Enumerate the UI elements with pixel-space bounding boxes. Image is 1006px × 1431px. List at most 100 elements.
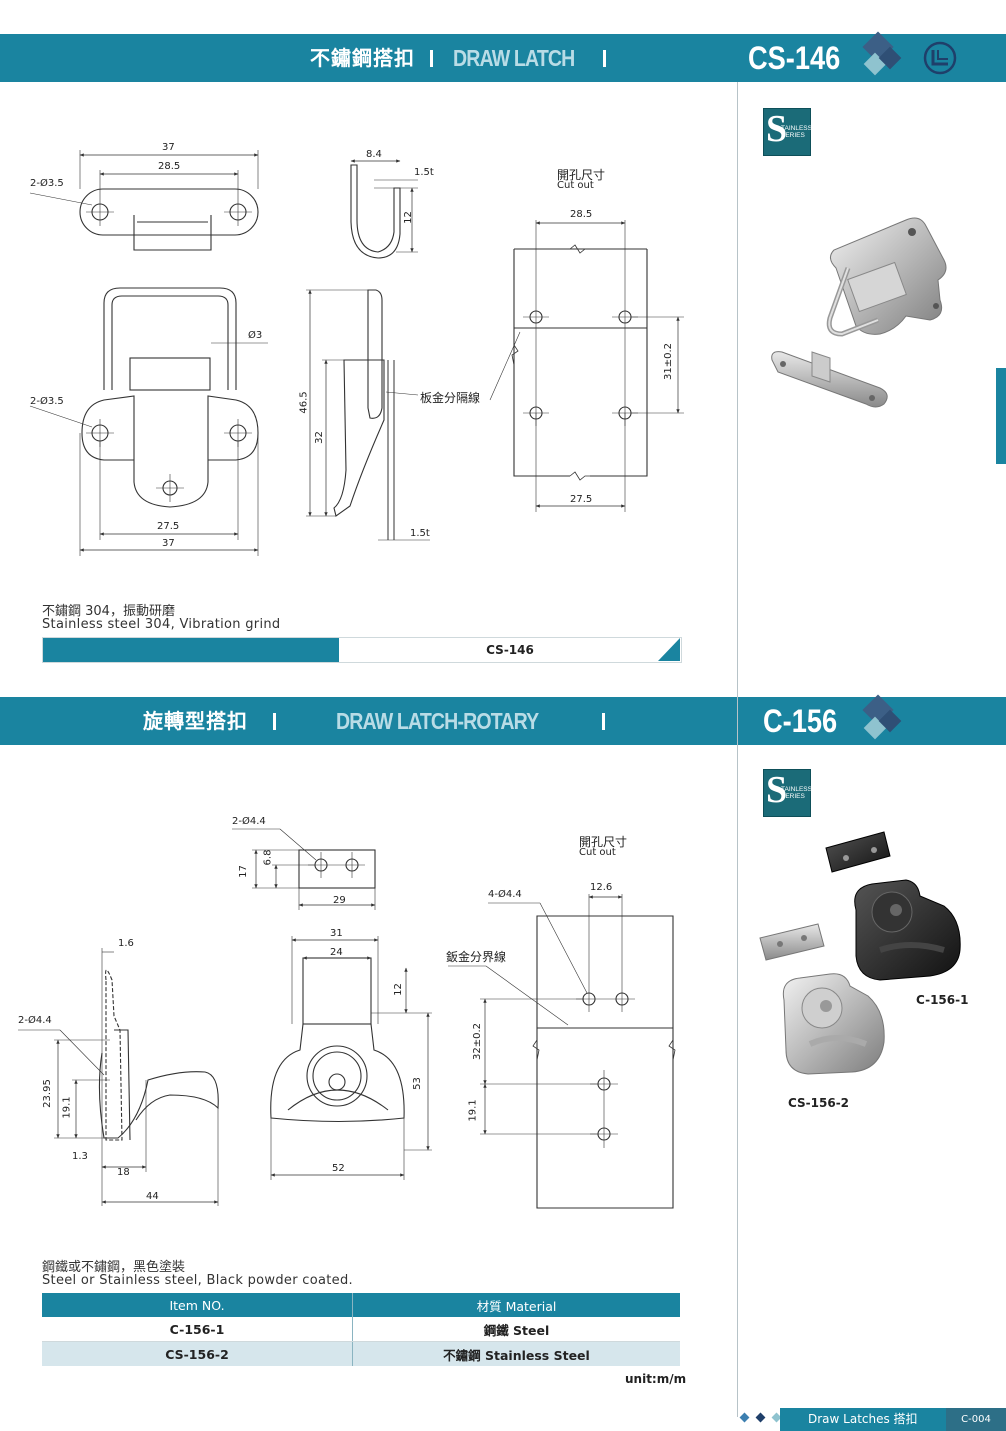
dim-label: 28.5: [158, 161, 181, 172]
dim-label: 53: [411, 1077, 423, 1090]
page-footer: Draw Latches 搭扣 C-004: [780, 1408, 1006, 1431]
cutout-label-en: Cut out: [579, 847, 616, 858]
c156-cutout-drawing: [448, 894, 676, 1209]
dim-label: 12: [392, 983, 404, 996]
sheet-divider-label: 板金分隔線: [420, 391, 481, 405]
section2-code: C-156: [763, 703, 838, 739]
unit-label: unit:m/m: [625, 1372, 687, 1386]
section1-code: CS-146: [748, 40, 841, 76]
section2-title-en: DRAW LATCH-ROTARY: [336, 708, 539, 734]
strip-decoration: [658, 638, 680, 661]
dim-label: 19.1: [61, 1096, 73, 1119]
dim-label: 32: [313, 431, 325, 444]
dim-label: 1.6: [118, 938, 134, 949]
dim-label: 27.5: [570, 494, 593, 505]
dim-label: 31±0.2: [663, 342, 675, 381]
dim-label: 28.5: [570, 209, 593, 220]
material-table: Item NO. 材質 Material C-156-1 鋼鐵 Steel CS…: [42, 1293, 680, 1366]
dim-label: 32±0.2: [472, 1022, 484, 1061]
dim-label: 2-Ø4.4: [18, 1015, 52, 1026]
section1-header: 不鏽鋼搭扣 DRAW LATCH CS-146: [0, 34, 1006, 82]
dim-label: 8.4: [366, 149, 382, 160]
c156-front-view: [270, 936, 432, 1180]
material-cell: 鋼鐵 Steel: [352, 1317, 680, 1342]
item-no-cell: C-156-1: [42, 1317, 353, 1342]
dim-label: 31: [330, 928, 343, 939]
side-tab: [996, 368, 1006, 464]
material-note-cn: 鋼鐵或不鏽鋼，黑色塗裝: [42, 1260, 186, 1275]
dim-label: 37: [162, 538, 175, 549]
dim-label: 2-Ø3.5: [30, 178, 64, 189]
cutout-label-en: Cut out: [557, 180, 594, 191]
dim-label: 37: [162, 142, 175, 153]
header-diamond-decoration: [862, 694, 902, 740]
sheet-divider-label: 鈑金分界線: [446, 950, 507, 964]
c156-1-product-photo: [825, 831, 961, 981]
dim-label: Ø3: [248, 330, 263, 341]
footer-label: Draw Latches 搭扣: [808, 1412, 918, 1426]
dim-label: 1.5t: [410, 528, 430, 539]
dim-label: 2-Ø3.5: [30, 396, 64, 407]
dim-label: 12.6: [590, 882, 613, 893]
dim-label: 44: [146, 1191, 159, 1202]
table-row: CS-156-2 不鏽鋼 Stainless Steel: [42, 1341, 680, 1366]
dim-label: 19.1: [467, 1099, 479, 1122]
dim-label: 29: [333, 895, 346, 906]
dim-label: 17: [237, 865, 249, 878]
cs146-cutout-drawing: [489, 220, 684, 512]
brand-logo-icon: [923, 41, 957, 75]
cs146-front-view: [29, 287, 268, 556]
dim-label: 27.5: [157, 521, 180, 532]
dim-label: 6.8: [262, 849, 274, 866]
title-separator: [603, 50, 606, 67]
dim-label: 12: [402, 211, 414, 224]
dim-label: 23.95: [41, 1079, 53, 1108]
title-separator: [602, 713, 605, 730]
page-number: C-004: [946, 1408, 1006, 1431]
cutout-label-cn: 開孔尺寸: [579, 835, 628, 849]
item-no-cell: CS-156-2: [42, 1341, 353, 1366]
header-diamond-decoration: [862, 31, 902, 76]
cutout-label-cn: 開孔尺寸: [557, 168, 606, 182]
cs146-product-photo: [771, 217, 947, 408]
badge-letter: S: [766, 108, 788, 150]
title-separator: [430, 50, 433, 67]
c156-plate-view: [232, 828, 376, 910]
badge-letter: S: [766, 769, 788, 811]
footer-diamond-decoration: [739, 1412, 782, 1423]
cs146-side-view: [306, 289, 430, 541]
strip-model-label: CS-146: [486, 643, 534, 657]
dim-label: 18: [117, 1167, 130, 1178]
material-note-en: Stainless steel 304, Vibration grind: [42, 617, 281, 632]
table-row: C-156-1 鋼鐵 Steel: [42, 1317, 680, 1342]
cs146-top-view: [29, 150, 259, 251]
header-item-no: Item NO.: [42, 1293, 353, 1317]
material-note-cn: 不鏽鋼 304，振動研磨: [42, 604, 175, 619]
strip-fill: [43, 638, 339, 662]
header-material: 材質 Material: [352, 1293, 680, 1317]
section2-header: 旋轉型搭扣 DRAW LATCH-ROTARY C-156: [0, 697, 1006, 745]
photo-label-c156-1: C-156-1: [916, 993, 969, 1007]
dim-label: 1.5t: [414, 167, 434, 178]
c156-side-view: [18, 948, 219, 1206]
cs146-hook-side-view: [350, 159, 418, 259]
dim-label: 52: [332, 1163, 345, 1174]
material-cell: 不鏽鋼 Stainless Steel: [352, 1341, 680, 1366]
section1-title-cn: 不鏽鋼搭扣: [310, 46, 415, 70]
dim-label: 46.5: [298, 391, 310, 414]
title-separator: [273, 713, 276, 730]
section1-title-en: DRAW LATCH: [453, 45, 575, 71]
section2-title-cn: 旋轉型搭扣: [143, 709, 248, 733]
dim-label: 1.3: [72, 1151, 88, 1162]
photo-label-cs156-2: CS-156-2: [788, 1096, 850, 1110]
dim-label: 4-Ø4.4: [488, 889, 522, 900]
column-divider: [737, 82, 738, 1417]
dim-label: 24: [330, 947, 343, 958]
table-header-row: Item NO. 材質 Material: [42, 1293, 680, 1317]
cs156-2-product-photo: [759, 923, 885, 1075]
